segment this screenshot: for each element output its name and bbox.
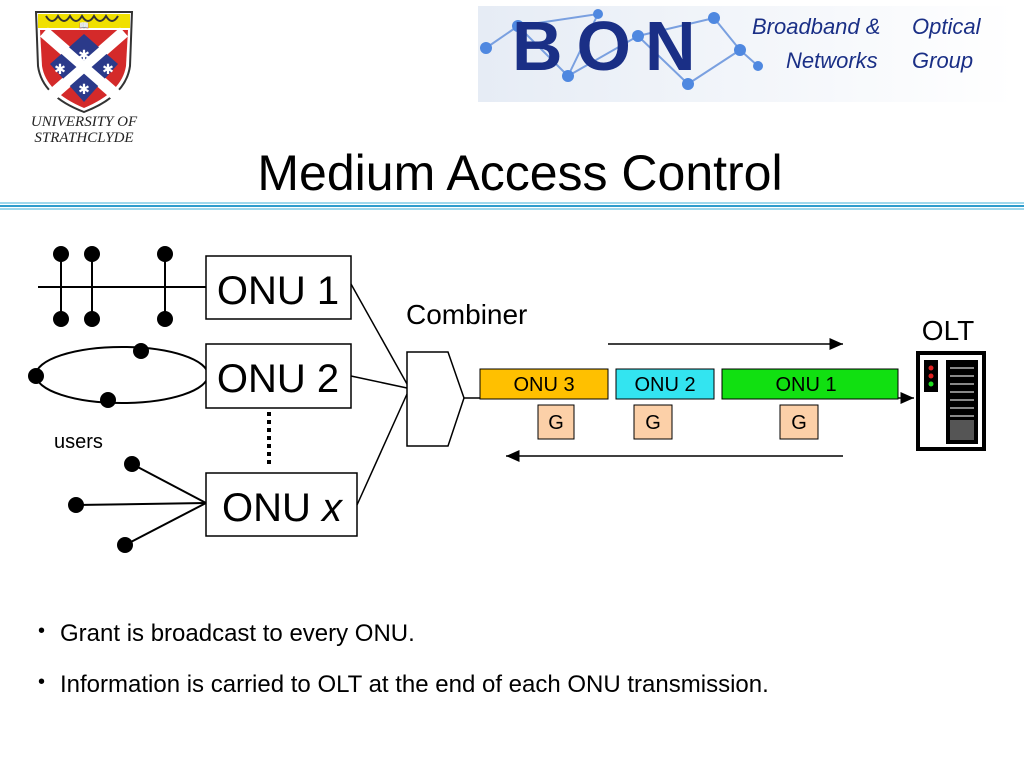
user-node (84, 246, 100, 262)
frame-onu-2 (615, 368, 715, 400)
bullet-text: Information is carried to OLT at the end… (60, 671, 769, 698)
bon-tagline-networks: Networks (786, 48, 878, 73)
bon-logo: BON Broadband & Optical Networks Group (478, 6, 1014, 102)
user-node (117, 537, 133, 553)
bon-tagline-group: Group (912, 48, 973, 73)
onu-x-label: ONU x (222, 486, 344, 530)
svg-text:✱: ✱ (54, 61, 66, 77)
user-node (157, 311, 173, 327)
bon-tagline-optical: Optical (912, 14, 982, 39)
grant-marker (779, 404, 819, 440)
user-node (124, 456, 140, 472)
users-label: users (54, 431, 103, 453)
onu-2-box (205, 343, 352, 409)
svg-text:📖: 📖 (79, 21, 89, 30)
bon-tagline-broadband: Broadband & (752, 14, 880, 39)
frame-onu-2-label: ONU 2 (634, 374, 695, 396)
svg-text:✱: ✱ (78, 47, 90, 63)
grant-marker (537, 404, 575, 440)
ring-users (35, 346, 209, 404)
university-of-strathclyde-logo: 📖 ✱ ✱ ✱ ✱ UNIVERSITY OF STRATHCLYDE (31, 11, 138, 146)
onu-1-label: ONU 1 (217, 269, 339, 313)
onu-1-box (205, 255, 352, 320)
svg-text:✱: ✱ (78, 81, 90, 97)
grant-marker (633, 404, 673, 440)
frame-onu-3-label: ONU 3 (513, 374, 574, 396)
grant-marker-label: G (645, 412, 661, 434)
onu-2-label: ONU 2 (217, 357, 339, 401)
slide-title: Medium Access Control (257, 145, 783, 201)
frame-onu-1 (721, 368, 899, 400)
grant-marker-label: G (791, 412, 807, 434)
bus-users (38, 254, 206, 319)
combiner-label: Combiner (406, 299, 527, 330)
combiner (406, 351, 465, 447)
bullet-item: •Grant is broadcast to every ONU. (38, 620, 415, 647)
frame-onu-3 (479, 368, 609, 400)
grant-marker-label: G (548, 412, 564, 434)
user-node (28, 368, 44, 384)
university-logo-line1: UNIVERSITY OF (31, 114, 138, 130)
user-node (100, 392, 116, 408)
user-node (157, 246, 173, 262)
bullet-text: Grant is broadcast to every ONU. (60, 620, 415, 647)
onu-x-box (205, 472, 358, 537)
bon-logo-letters: BON (512, 7, 710, 85)
user-node (84, 311, 100, 327)
title-divider (0, 202, 1024, 210)
user-node (133, 343, 149, 359)
user-node (53, 311, 69, 327)
bullet-item: •Information is carried to OLT at the en… (38, 671, 769, 698)
user-node (53, 246, 69, 262)
olt-icon (916, 351, 986, 451)
frame-onu-1-label: ONU 1 (775, 374, 836, 396)
svg-text:✱: ✱ (102, 61, 114, 77)
university-logo-line2: STRATHCLYDE (34, 130, 133, 146)
olt-label: OLT (922, 315, 974, 346)
star-users (75, 463, 207, 546)
user-node (68, 497, 84, 513)
